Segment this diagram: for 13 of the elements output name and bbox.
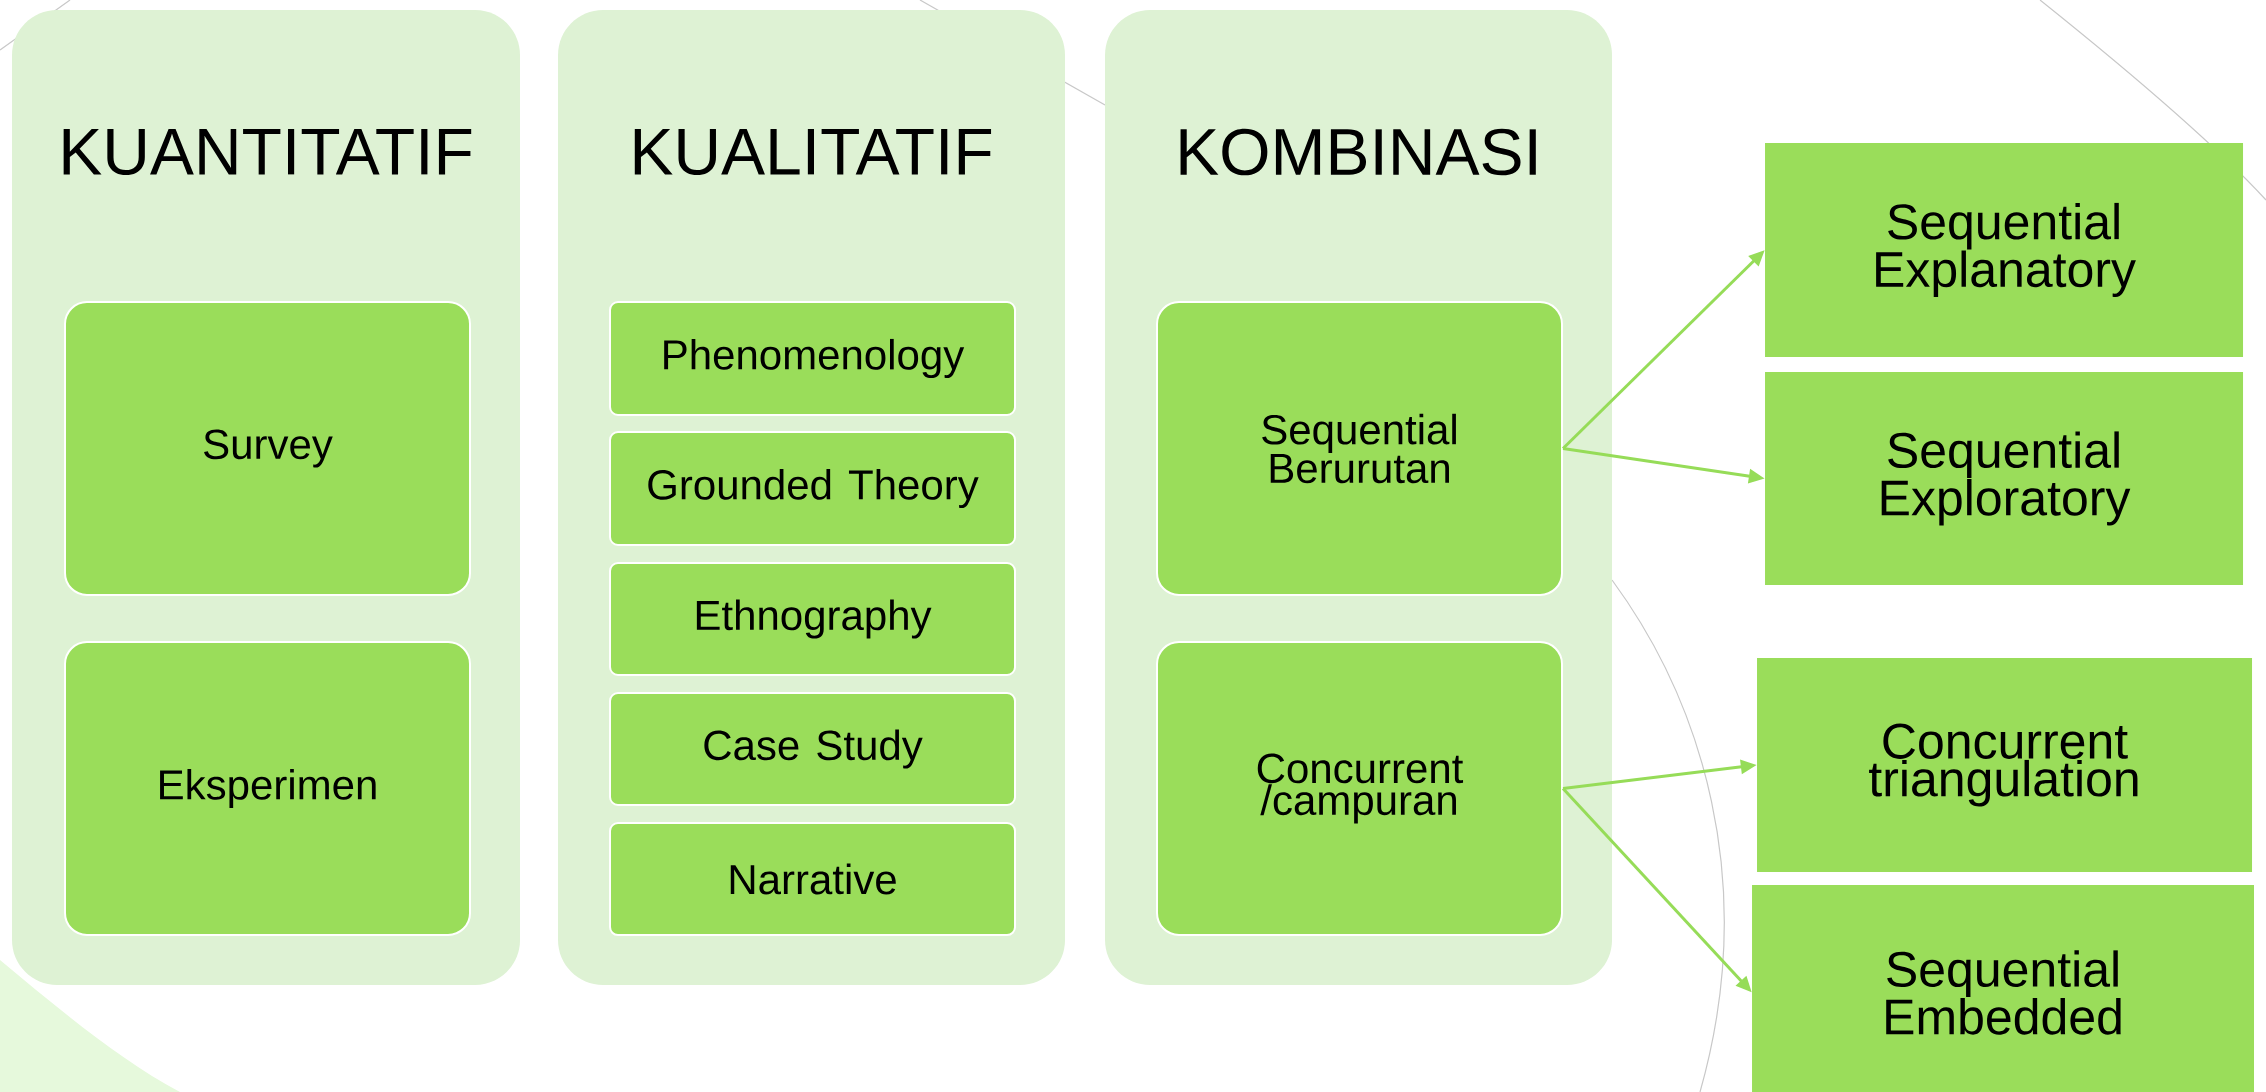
design-box: Sequential Explanatory xyxy=(1765,143,2244,357)
design-box: Sequential Embedded xyxy=(1752,885,2255,1092)
design-box: Sequential Exploratory xyxy=(1765,372,2244,585)
method-box: Ethnography xyxy=(609,562,1016,676)
method-box: Survey xyxy=(64,301,471,596)
method-box: Case Study xyxy=(609,692,1016,806)
method-box: Sequential Berurutan xyxy=(1156,301,1563,596)
design-box: Concurrent triangulation xyxy=(1757,658,2253,872)
method-box: Eksperimen xyxy=(64,641,471,936)
method-box: Narrative xyxy=(609,822,1016,936)
method-box: Grounded Theory xyxy=(609,431,1016,546)
method-box: Concurrent /campuran xyxy=(1156,641,1563,936)
method-box: Phenomenology xyxy=(609,301,1016,416)
